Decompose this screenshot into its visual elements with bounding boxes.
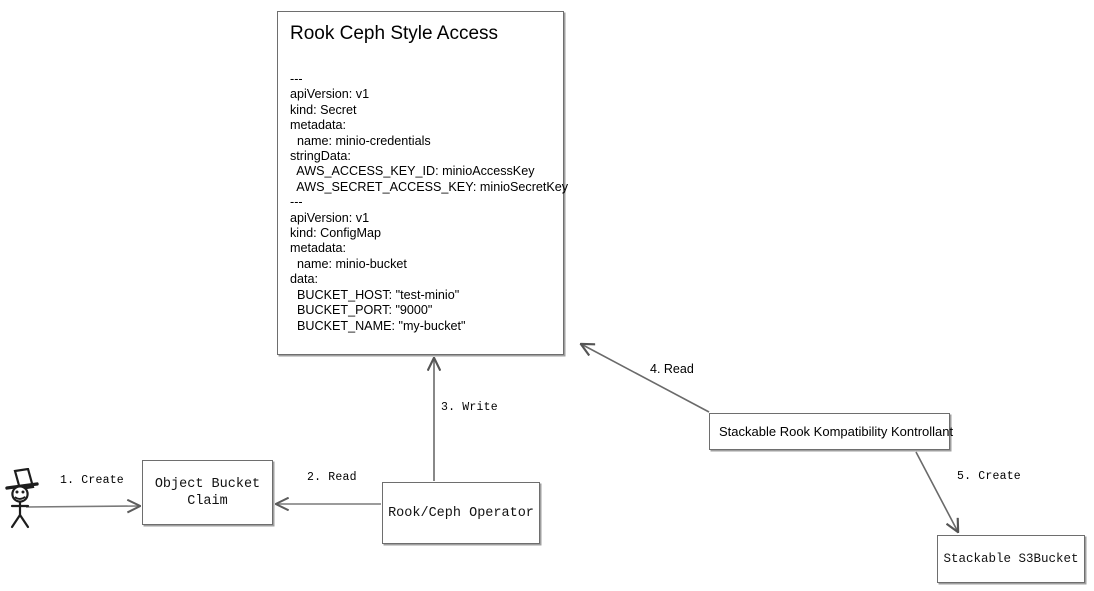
actor-stick-figure-icon	[5, 468, 39, 529]
edge-label-read-4: 4. Read	[650, 362, 694, 376]
node-rook-ceph-operator-label: Rook/Ceph Operator	[388, 505, 534, 521]
node-stackable-s3bucket[interactable]: Stackable S3Bucket	[937, 535, 1085, 583]
yaml-card-title: Rook Ceph Style Access	[290, 23, 499, 44]
node-srkk-label: Stackable Rook Kompatibility Kontrollant	[719, 424, 954, 439]
node-object-bucket-claim-label: Object Bucket Claim	[154, 476, 261, 509]
node-rook-ceph-operator[interactable]: Rook/Ceph Operator	[382, 482, 540, 544]
edge-label-write-3: 3. Write	[441, 401, 498, 414]
edge-label-create-5: 5. Create	[957, 470, 1021, 483]
edge-label-create-1: 1. Create	[60, 474, 124, 487]
edge-label-read-2: 2. Read	[307, 471, 357, 484]
rook-ceph-style-access-card: Rook Ceph Style Access --- apiVersion: v…	[277, 11, 569, 355]
yaml-card-manifest-text: --- apiVersion: v1 kind: Secret metadata…	[290, 72, 569, 333]
node-object-bucket-claim[interactable]: Object Bucket Claim	[142, 460, 273, 525]
edge-read-4	[581, 344, 710, 413]
edge-create-5	[915, 451, 958, 532]
node-stackable-rook-kompatibility-kontrollant[interactable]: Stackable Rook Kompatibility Kontrollant	[709, 413, 954, 450]
node-stackable-s3bucket-label: Stackable S3Bucket	[943, 551, 1079, 566]
